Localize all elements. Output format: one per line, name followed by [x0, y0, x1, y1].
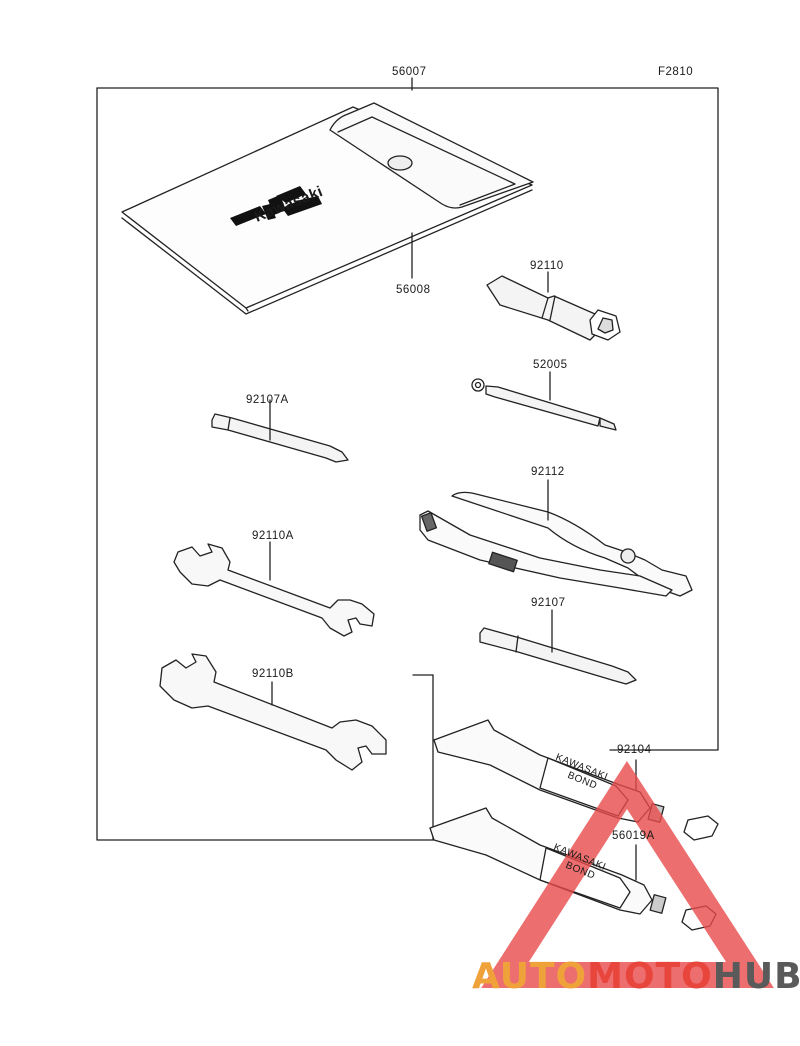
assembly-frame: [96, 87, 719, 751]
part-52005: 52005: [533, 359, 568, 371]
wrench-92110a: [173, 541, 375, 637]
part-92110a: 92110A: [252, 530, 294, 542]
watermark-part-3: HUB: [712, 956, 800, 997]
watermark-part-2: MOTO: [587, 956, 713, 997]
part-92104: 92104: [617, 744, 652, 756]
part-92110: 92110: [530, 260, 564, 272]
wrench-92110b: [159, 653, 387, 771]
watermark-triangle-icon: [481, 761, 774, 988]
part-56008: 56008: [396, 284, 431, 296]
watermark-part-1: AUTO: [472, 956, 588, 997]
plug-wrench: [486, 271, 621, 341]
kawasaki-k-logo: [230, 186, 322, 226]
part-92107: 92107: [531, 597, 566, 609]
tool-pouch: [121, 102, 534, 315]
pliers: [419, 479, 693, 597]
part-92112: 92112: [531, 466, 565, 478]
watermark-text: AUTOMOTOHUB: [472, 956, 800, 997]
part-92107a: 92107A: [246, 394, 289, 406]
screwdriver-handle: [471, 371, 617, 431]
part-56019a: 56019A: [612, 830, 655, 842]
figure-code: F2810: [658, 66, 694, 78]
screwdriver-92107: [479, 609, 637, 685]
part-56007: 56007: [392, 66, 427, 78]
part-92110b: 92110B: [252, 668, 294, 680]
screwdriver-92107a: [211, 399, 349, 463]
